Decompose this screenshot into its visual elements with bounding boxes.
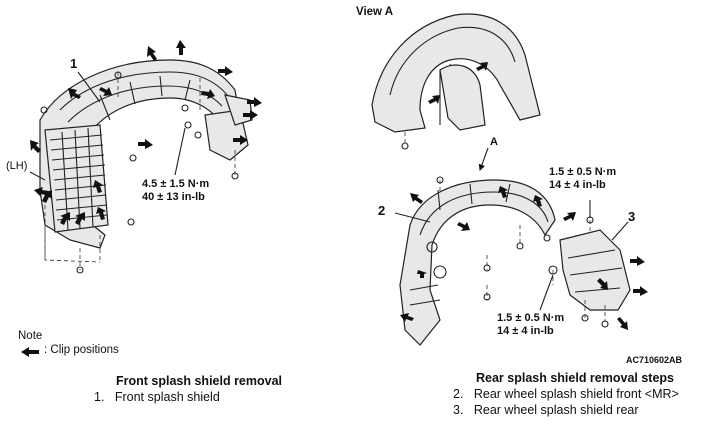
torque-rear-top: 1.5 ± 0.5 N·m 14 ± 4 in-lb bbox=[549, 166, 616, 192]
torque-front-imperial: 40 ± 13 in-lb bbox=[142, 191, 205, 203]
front-step-1: 1. Front splash shield bbox=[94, 390, 220, 404]
rear-splash-shield-front-drawing bbox=[394, 176, 556, 346]
torque-rear-bottom-imperial: 14 ± 4 in-lb bbox=[497, 325, 554, 337]
rear-step-3: 3. Rear wheel splash shield rear bbox=[453, 403, 639, 417]
callout-1: 1 bbox=[70, 56, 78, 71]
rear-rear-clip-arrows bbox=[563, 212, 648, 330]
torque-rear-bottom: 1.5 ± 0.5 N·m 14 ± 4 in-lb bbox=[497, 312, 564, 338]
step-number: 1. bbox=[94, 390, 105, 404]
rear-splash-shield-rear-drawing bbox=[539, 200, 631, 328]
step-number: 3. bbox=[453, 403, 464, 417]
torque-rear-top-imperial: 14 ± 4 in-lb bbox=[549, 179, 606, 191]
view-a-direction-arrow bbox=[478, 147, 489, 172]
rear-section-title: Rear splash shield removal steps bbox=[476, 371, 675, 385]
figure-code: AC710602AB bbox=[626, 355, 683, 365]
torque-front: 4.5 ± 1.5 N·m 40 ± 13 in-lb bbox=[142, 178, 209, 204]
view-a-clip-arrows bbox=[428, 62, 488, 104]
front-splash-shield-drawing bbox=[29, 59, 253, 274]
rear-front-clip-arrows bbox=[400, 186, 543, 322]
torque-rear-top-metric: 1.5 ± 0.5 N·m bbox=[549, 166, 617, 178]
callout-3: 3 bbox=[628, 209, 636, 224]
front-clip-arrows bbox=[30, 40, 262, 225]
view-a-drawing bbox=[371, 13, 541, 150]
torque-rear-bottom-metric: 1.5 ± 0.5 N·m bbox=[497, 312, 565, 324]
step-text: Front splash shield bbox=[114, 390, 220, 404]
callout-2: 2 bbox=[378, 203, 386, 218]
step-text: Rear wheel splash shield front <MR> bbox=[473, 387, 679, 401]
step-number: 2. bbox=[453, 387, 464, 401]
front-section-title: Front splash shield removal bbox=[116, 374, 283, 388]
step-text: Rear wheel splash shield rear bbox=[473, 403, 639, 417]
view-a-label: View A bbox=[356, 6, 394, 18]
clip-legend-text: : Clip positions bbox=[44, 344, 119, 356]
note-title: Note bbox=[18, 330, 43, 342]
filled-arrow-icon bbox=[21, 347, 39, 357]
lh-label: (LH) bbox=[6, 160, 28, 172]
rear-step-2: 2. Rear wheel splash shield front <MR> bbox=[453, 387, 679, 401]
view-a-arrow-label: A bbox=[490, 136, 498, 148]
torque-front-metric: 4.5 ± 1.5 N·m bbox=[142, 178, 210, 190]
